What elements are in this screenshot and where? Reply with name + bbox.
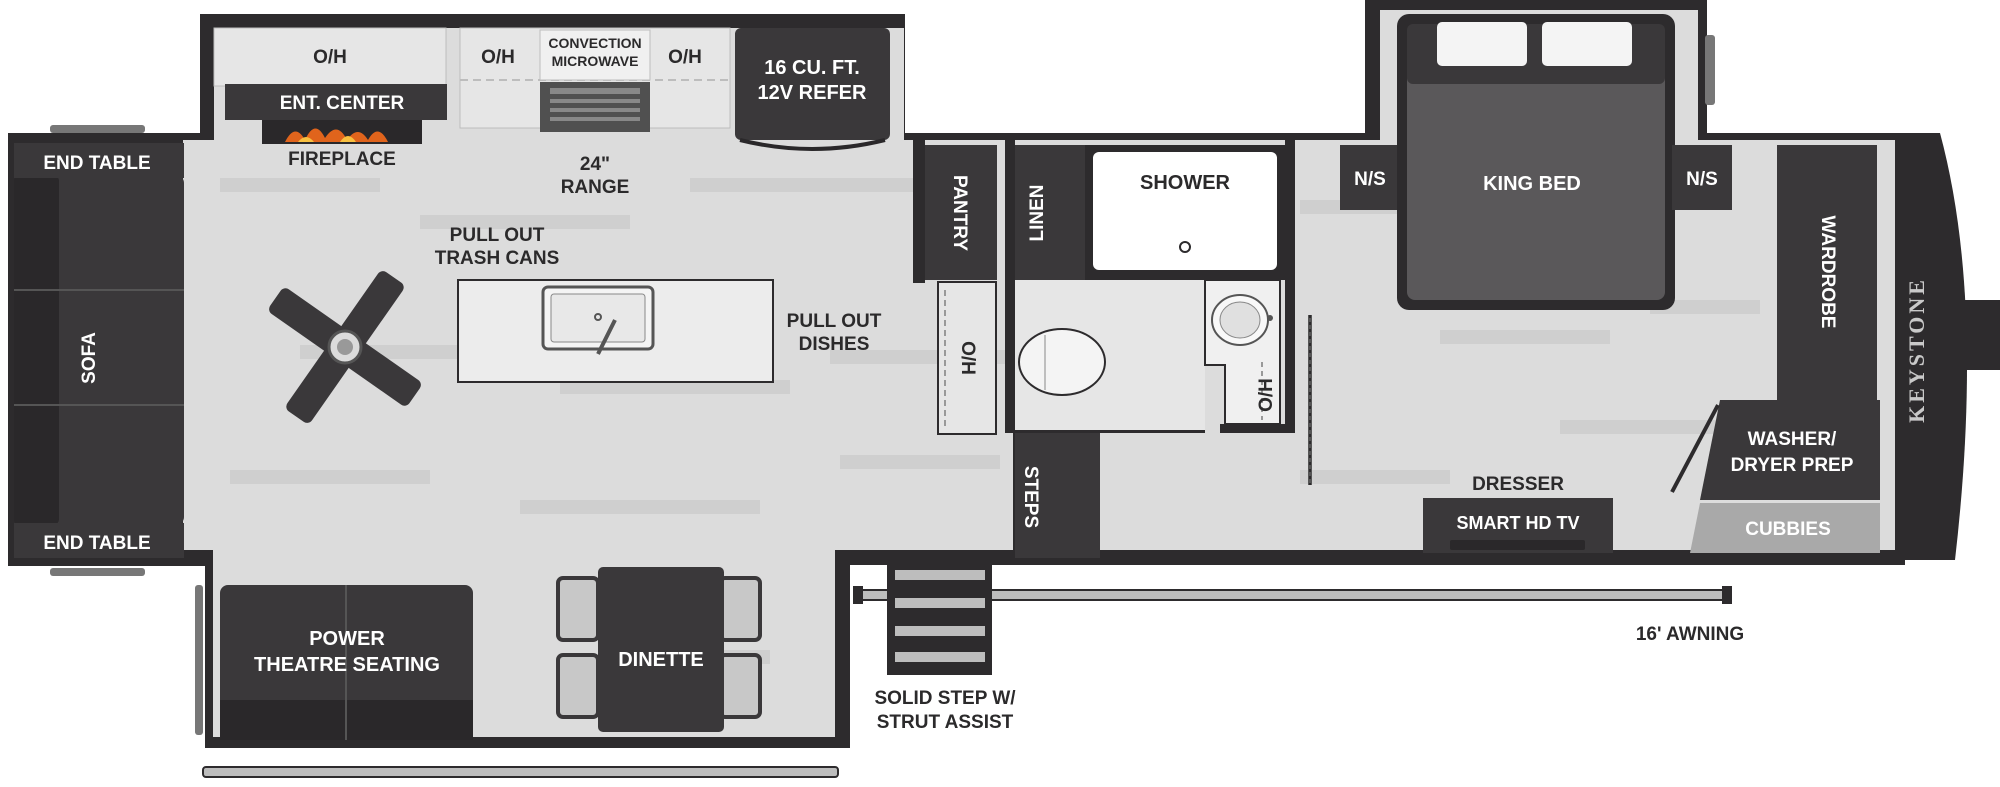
- wardrobe-label: WARDROBE: [1817, 216, 1838, 329]
- seating-slide: POWER THEATRE SEATING DINETTE: [195, 567, 762, 740]
- ent-center-label: ENT. CENTER: [280, 93, 405, 114]
- ceiling-fan-icon: [269, 271, 421, 423]
- awning-label: 16' AWNING: [1636, 624, 1744, 645]
- sofa-area: SOFA END TABLE END TABLE: [14, 125, 184, 576]
- refrigerator: [735, 28, 890, 140]
- sink-icon: [541, 285, 655, 355]
- vanity-sink-icon: [1211, 294, 1273, 346]
- bedroom: N/S KING BED N/S WARDROBE WASHER/ DRYER …: [1308, 14, 1880, 553]
- toilet-icon: [1018, 328, 1106, 396]
- pantry-oh-label: O/H: [957, 341, 978, 375]
- ns-right-label: N/S: [1686, 169, 1718, 190]
- wardrobe: [1777, 145, 1877, 400]
- refer-label-1: 16 CU. FT.: [764, 57, 860, 79]
- dishes-label-1: PULL OUT: [787, 311, 882, 332]
- pantry: [925, 145, 997, 280]
- oh-left-label: O/H: [313, 47, 347, 68]
- front-cap: KEYSTONE: [1904, 277, 2000, 423]
- power-seating-label-1: POWER: [309, 628, 385, 650]
- cubbies-label: CUBBIES: [1745, 519, 1831, 540]
- microwave: [539, 29, 651, 81]
- oh-kitchen-2-label: O/H: [668, 47, 702, 68]
- fireplace-label: FIREPLACE: [288, 149, 396, 170]
- linen: [1015, 145, 1085, 280]
- dresser-label: DRESSER: [1472, 474, 1564, 495]
- pantry-label: PANTRY: [949, 175, 970, 251]
- bathroom: LINEN SHOWER O/H STEPS: [1015, 145, 1285, 558]
- keystone-logo: KEYSTONE: [1904, 277, 1929, 423]
- dinette-chairs: [556, 576, 762, 719]
- pillow-left: [1437, 22, 1527, 66]
- king-bed-label: KING BED: [1483, 173, 1581, 195]
- awning-rail-bottom: [202, 766, 839, 778]
- cubbies: [1690, 503, 1880, 553]
- oh-kitchen-1-label: O/H: [481, 47, 515, 68]
- steps: [1015, 433, 1100, 558]
- washer-dryer: [1700, 400, 1880, 500]
- microwave-label-2: MICROWAVE: [552, 53, 639, 69]
- dishes-label-2: DISHES: [799, 334, 870, 355]
- ent-center: [225, 84, 447, 120]
- solid-step-icon: [887, 560, 992, 675]
- trash-cans-label-2: TRASH CANS: [435, 248, 560, 269]
- linen-label: LINEN: [1027, 185, 1048, 242]
- vanity-oh-label: O/H: [1256, 378, 1277, 412]
- range-label-2: RANGE: [561, 177, 630, 198]
- kitchen: O/H CONVECTION MICROWAVE O/H 24" RANGE 1…: [269, 27, 997, 435]
- range-icon: [540, 82, 650, 132]
- microwave-label-1: CONVECTION: [548, 35, 641, 51]
- shower-drain-icon: [1179, 241, 1191, 253]
- tv-icon: [1450, 540, 1585, 550]
- steps-label: STEPS: [1020, 466, 1041, 528]
- end-table-top: [14, 143, 184, 178]
- pillow-right: [1542, 22, 1632, 66]
- fireplace-icon: [262, 120, 422, 144]
- shower-label: SHOWER: [1140, 172, 1231, 194]
- solid-step-label-1: SOLID STEP W/: [874, 688, 1016, 709]
- sofa-label: SOFA: [79, 332, 100, 384]
- end-table-bottom-label: END TABLE: [43, 533, 150, 554]
- end-table-top-label: END TABLE: [43, 153, 150, 174]
- ns-left-label: N/S: [1354, 169, 1386, 190]
- nightstand-right: [1672, 145, 1732, 210]
- nightstand-left: [1340, 145, 1400, 210]
- power-seating-label-2: THEATRE SEATING: [254, 654, 440, 676]
- smart-tv-label: SMART HD TV: [1457, 513, 1580, 533]
- washer-dryer-label-1: WASHER/: [1748, 429, 1837, 450]
- exterior-items: 16' AWNING SOLID STEP W/ STRUT ASSIST: [202, 560, 1744, 778]
- dinette: [598, 567, 724, 732]
- washer-dryer-label-2: DRYER PREP: [1731, 455, 1854, 476]
- trash-cans-label-1: PULL OUT: [450, 225, 545, 246]
- solid-step-label-2: STRUT ASSIST: [877, 712, 1014, 733]
- range-label-1: 24": [580, 154, 610, 175]
- end-table-bottom: [14, 523, 184, 558]
- pantry-overhead: [937, 281, 997, 435]
- dinette-label: DINETTE: [618, 649, 704, 671]
- entertainment-wall: O/H ENT. CENTER FIREPLACE: [213, 27, 447, 170]
- refer-label-2: 12V REFER: [758, 82, 867, 104]
